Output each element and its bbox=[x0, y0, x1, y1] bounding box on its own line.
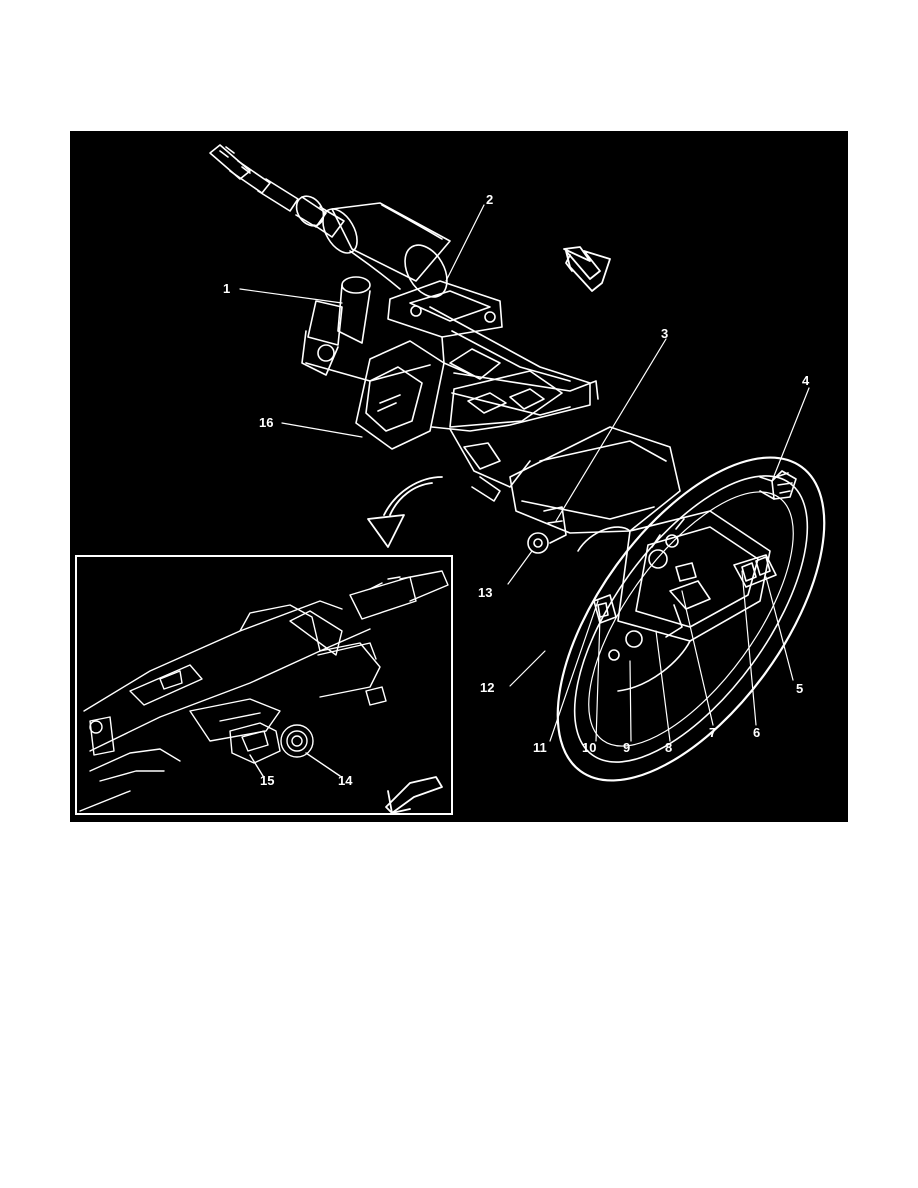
leader-16 bbox=[281, 422, 363, 438]
curved-arrow-icon bbox=[367, 476, 443, 548]
leader-lines bbox=[239, 204, 810, 742]
leader-7 bbox=[681, 590, 714, 726]
leader-10 bbox=[595, 616, 601, 742]
intermediate-shaft bbox=[209, 144, 345, 238]
callout-14: 14 bbox=[338, 773, 353, 788]
control-module bbox=[355, 340, 445, 450]
callout-7: 7 bbox=[709, 725, 717, 740]
callout-13: 13 bbox=[478, 585, 493, 600]
column-upper-housing bbox=[322, 202, 451, 298]
leader-15 bbox=[249, 754, 264, 777]
callout-6: 6 bbox=[753, 725, 761, 740]
callout-9: 9 bbox=[623, 740, 631, 755]
inset-detail-drawing bbox=[79, 570, 449, 812]
leader-4 bbox=[771, 387, 810, 482]
leader-9 bbox=[629, 660, 632, 742]
leader-8 bbox=[655, 630, 671, 742]
leader-1 bbox=[239, 288, 343, 304]
callout-5: 5 bbox=[796, 681, 804, 696]
diagram-drawing bbox=[79, 144, 826, 814]
switch-13 bbox=[527, 506, 567, 554]
leader-6 bbox=[741, 570, 757, 726]
callout-10: 10 bbox=[582, 740, 597, 755]
lower-column-tube bbox=[509, 426, 681, 534]
wiring-connector bbox=[449, 370, 563, 502]
callout-4: 4 bbox=[802, 373, 810, 388]
arrow-up-left-icon bbox=[563, 246, 611, 292]
callout-12: 12 bbox=[480, 680, 495, 695]
column-body bbox=[429, 306, 599, 432]
leader-5 bbox=[765, 576, 794, 681]
leader-13 bbox=[507, 550, 533, 585]
callout-1: 1 bbox=[223, 281, 231, 296]
tilt-motor bbox=[301, 276, 431, 382]
leader-14 bbox=[305, 752, 341, 777]
callout-15: 15 bbox=[260, 773, 275, 788]
callout-3: 3 bbox=[661, 326, 669, 341]
leader-12 bbox=[509, 650, 546, 687]
callout-2: 2 bbox=[486, 192, 494, 207]
leader-11 bbox=[549, 600, 599, 742]
mounting-bracket bbox=[387, 280, 503, 376]
callout-16: 16 bbox=[259, 415, 274, 430]
steering-wheel bbox=[556, 456, 826, 782]
detail-inset-frame bbox=[75, 555, 453, 815]
callout-11: 11 bbox=[533, 740, 547, 755]
callout-8: 8 bbox=[665, 740, 673, 755]
leader-2 bbox=[445, 204, 485, 282]
leader-3 bbox=[555, 338, 667, 522]
steering-column-diagram: 1 2 3 4 5 6 7 8 9 10 11 12 13 14 15 16 bbox=[70, 131, 848, 822]
